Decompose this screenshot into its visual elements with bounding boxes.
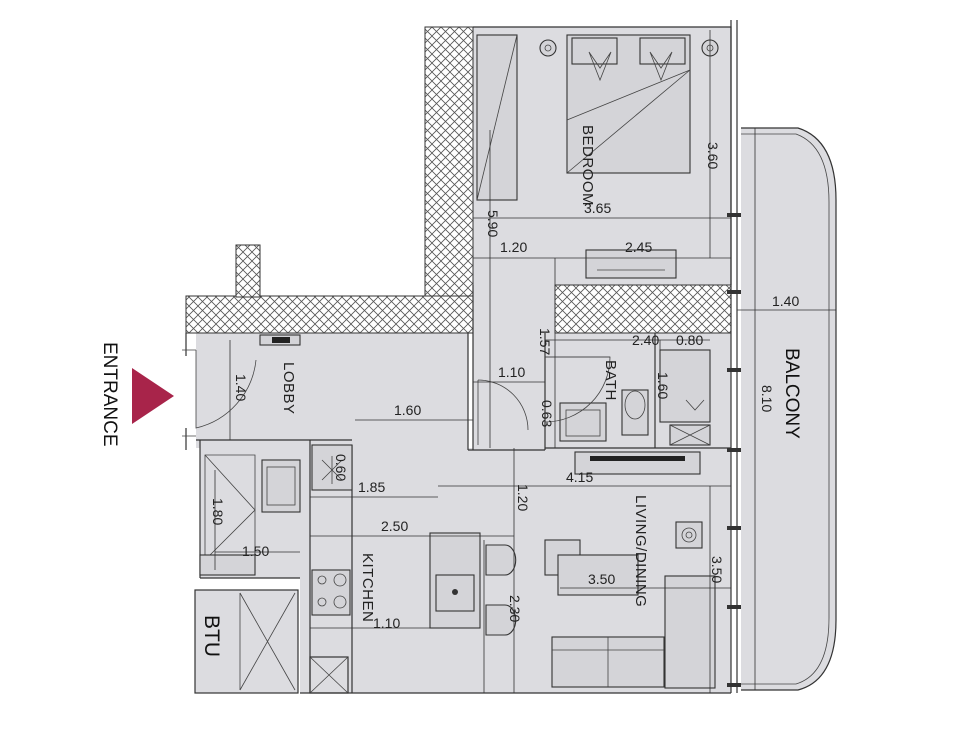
dim-hall-width: 1.10 xyxy=(498,364,525,380)
dim-bedroom-depth: 3.60 xyxy=(705,142,721,169)
dimension-lines xyxy=(214,30,836,693)
dim-living-gap: 1.20 xyxy=(515,484,531,511)
dim-utility-depth: 1.80 xyxy=(210,498,226,525)
wall-bedroom-west xyxy=(424,26,474,298)
btu-label: BTU xyxy=(200,615,223,657)
dim-shower-width: 0.80 xyxy=(676,332,703,348)
corridor-floor xyxy=(473,285,555,450)
dim-wardrobe: 2.45 xyxy=(625,239,652,255)
pillow-right xyxy=(639,37,686,65)
dimension-labels: 3.65 3.60 5.90 1.20 2.45 1.40 8.10 1.57 … xyxy=(210,142,799,631)
dim-small-tag: 0.60 xyxy=(333,454,349,481)
dim-shower-depth: 1.60 xyxy=(655,372,671,399)
lobby-label: LOBBY xyxy=(280,362,297,415)
wall-lobby-north xyxy=(185,295,474,334)
kitchen-fixtures xyxy=(311,532,517,636)
dim-bedroom-width: 3.65 xyxy=(584,200,611,216)
dim-balcony-width: 1.40 xyxy=(772,293,799,309)
vanity xyxy=(559,402,607,442)
utility-fixtures xyxy=(199,444,353,576)
dim-bedroom-total: 5.90 xyxy=(485,210,501,237)
dim-lobby-length: 1.60 xyxy=(394,402,421,418)
cooktop xyxy=(311,569,351,616)
shower xyxy=(659,349,711,423)
btu-floor xyxy=(195,590,298,693)
dim-island: 1.10 xyxy=(373,615,400,631)
bedroom-furniture xyxy=(476,34,719,279)
armchair xyxy=(664,575,716,689)
dim-corridor-width: 1.20 xyxy=(500,239,527,255)
wall-column xyxy=(235,244,261,298)
entrance-arrow-icon xyxy=(132,368,174,424)
dresser xyxy=(585,249,677,279)
toilet xyxy=(621,389,649,436)
floor-areas xyxy=(195,27,836,693)
dim-balcony-length: 8.10 xyxy=(759,385,775,412)
lobby-floor xyxy=(196,333,468,448)
speaker-icon xyxy=(675,521,703,549)
balcony xyxy=(727,127,837,691)
dim-kitchen-width: 2.50 xyxy=(381,518,408,534)
balcony-label: BALCONY xyxy=(781,348,802,439)
kitchen-label: KITCHEN xyxy=(359,553,376,622)
lobby-fixtures xyxy=(195,334,301,429)
washer xyxy=(261,459,301,513)
dim-kitchen-length: 1.85 xyxy=(358,479,385,495)
dim-living-width: 4.15 xyxy=(566,469,593,485)
bath-fixtures xyxy=(477,349,711,446)
dim-utility-width: 1.50 xyxy=(242,543,269,559)
bath-label: BATH xyxy=(602,360,619,401)
balcony-floor xyxy=(741,128,836,690)
dim-bath-width: 2.40 xyxy=(632,332,659,348)
bar-stool-bottom xyxy=(485,604,517,636)
dim-bath-door: 0.63 xyxy=(539,400,555,427)
wall-lines xyxy=(182,20,738,694)
tv-unit xyxy=(574,451,701,475)
dim-kitchen-depth: 2.30 xyxy=(507,595,523,622)
dim-lobby-width: 1.40 xyxy=(233,374,249,401)
dim-living-depth: 3.50 xyxy=(709,556,725,583)
bedroom-label: BEDROOM xyxy=(579,125,596,206)
dim-dining: 3.50 xyxy=(588,571,615,587)
dim-bath-height: 1.57 xyxy=(537,328,553,355)
lamp-left-icon xyxy=(539,39,557,57)
living-label: LIVING/DINING xyxy=(632,495,649,607)
bar-stool-top xyxy=(485,544,517,576)
wall-bath-north xyxy=(554,284,732,334)
entrance-label: ENTRANCE xyxy=(99,342,120,447)
